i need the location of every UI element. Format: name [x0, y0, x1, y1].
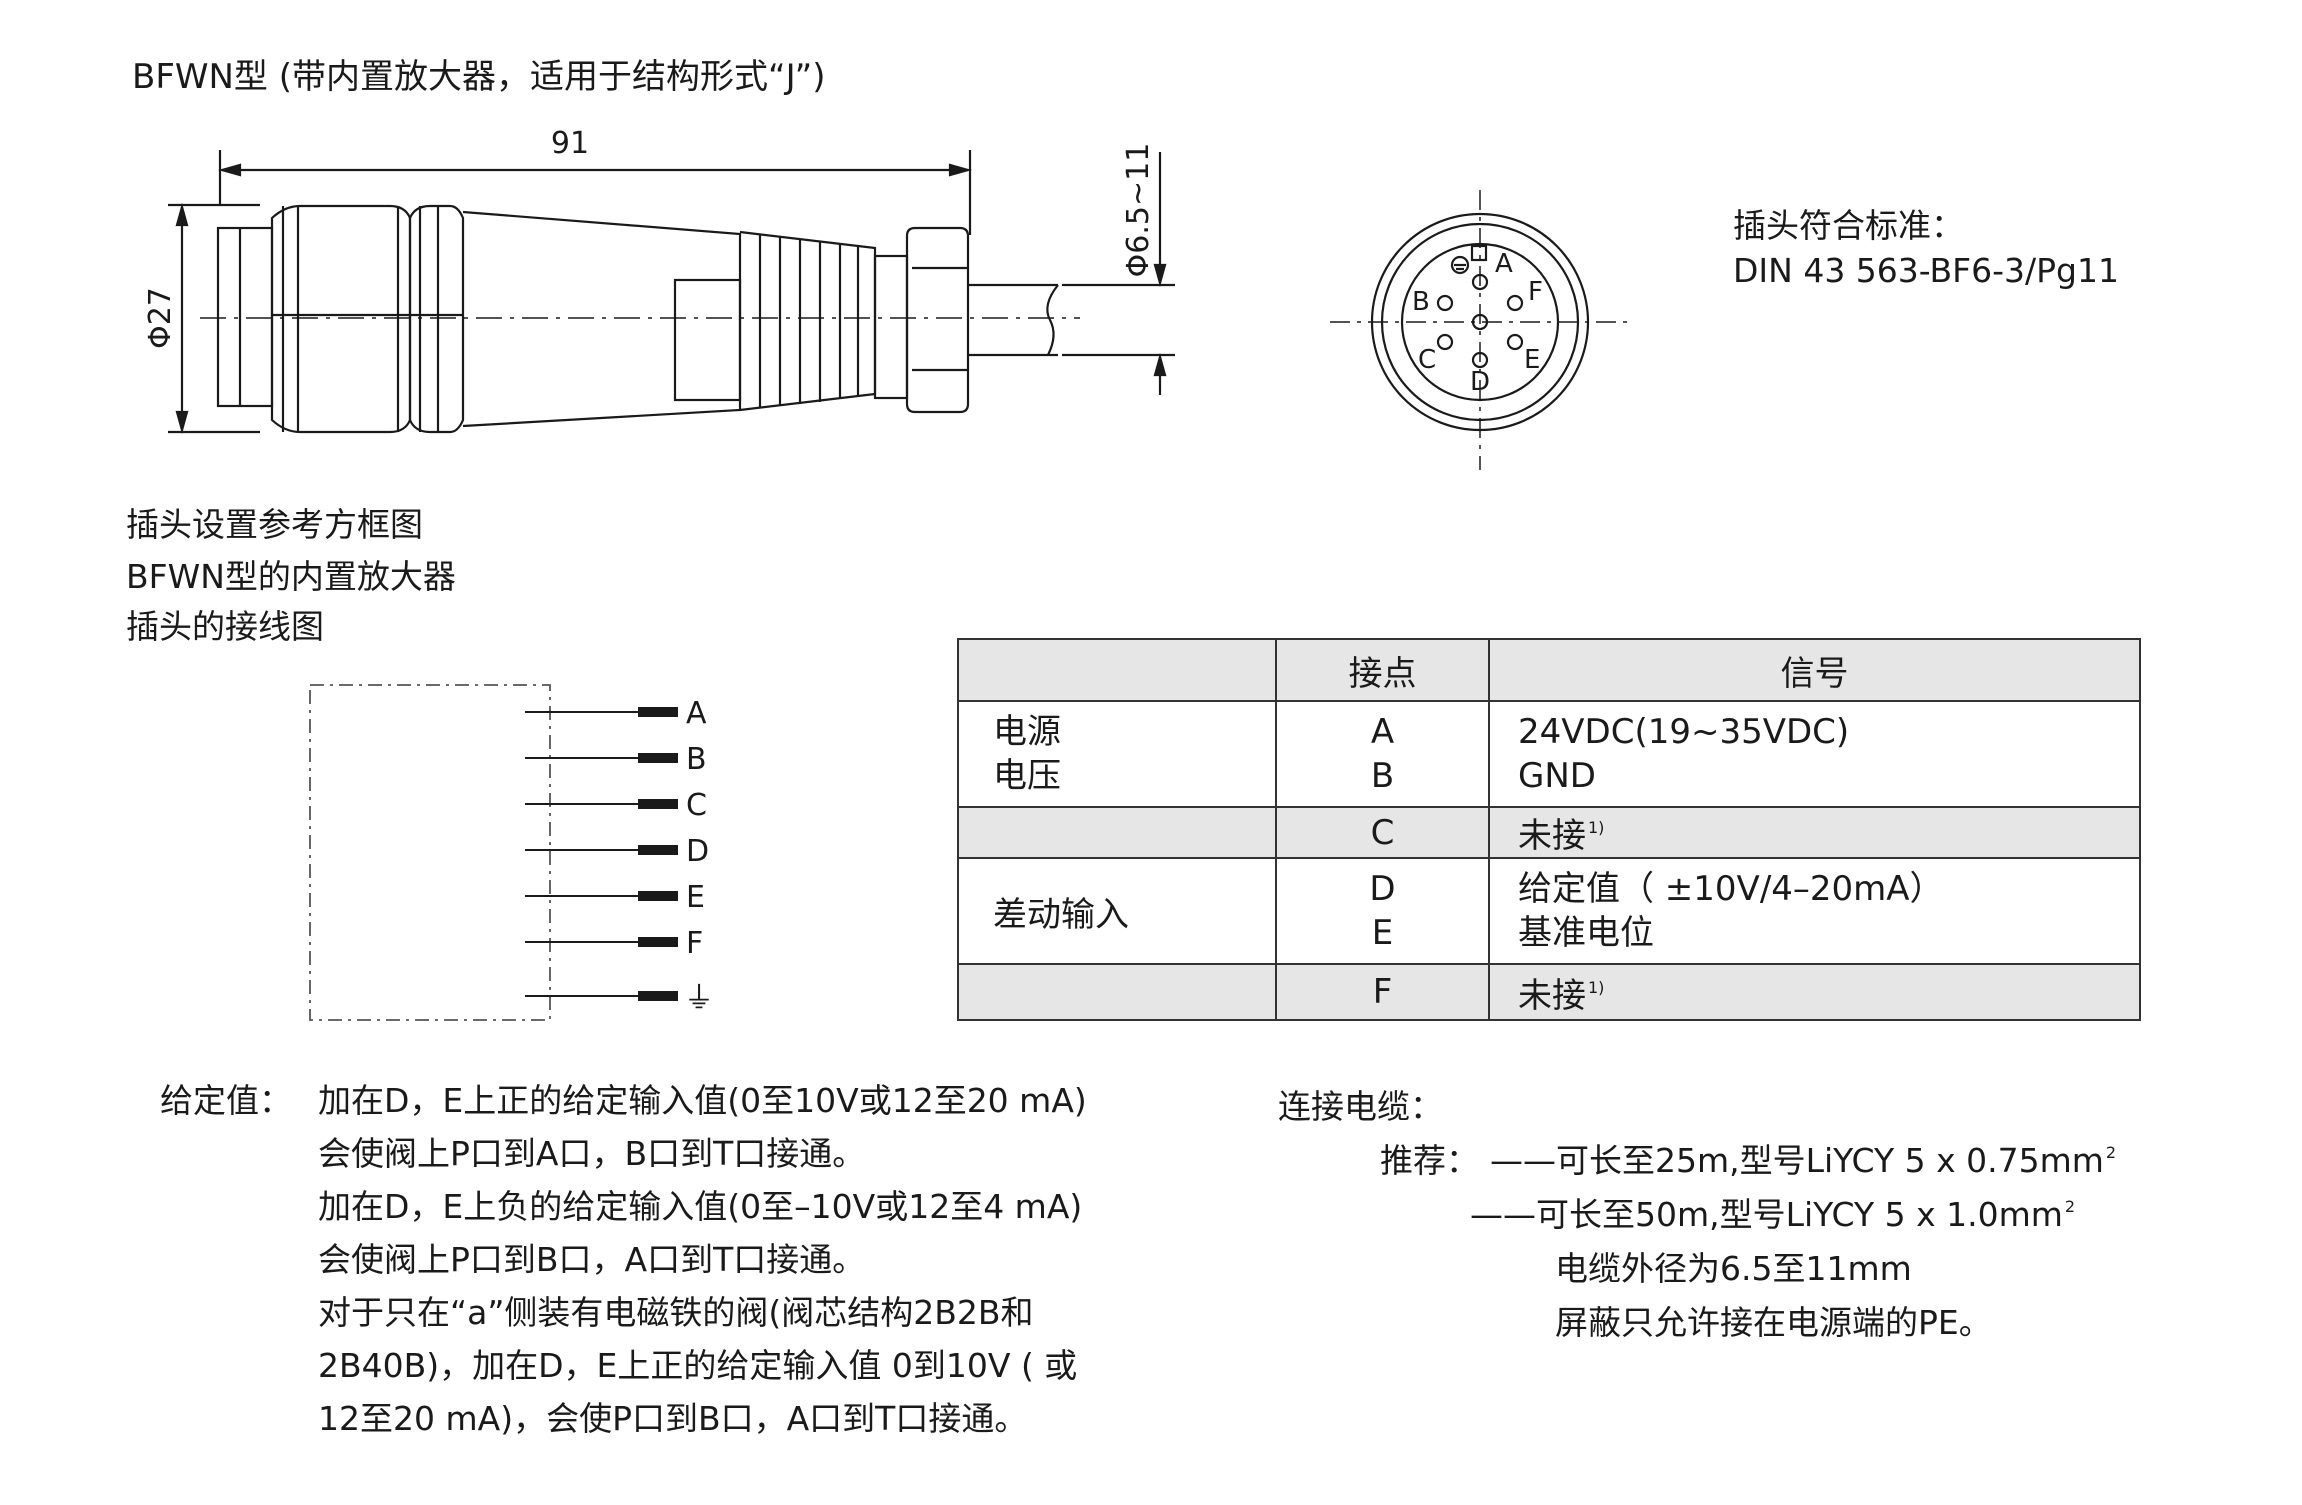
contact-cell: C	[1275, 806, 1490, 859]
header-contact: 接点	[1275, 638, 1490, 702]
header-signal: 信号	[1488, 638, 2141, 702]
wiring-title-line-2: BFWN型的内置放大器	[126, 557, 456, 596]
cable-recommend-label: 推荐：	[1380, 1141, 1479, 1180]
table-row: 差动输入 D E 给定值（ ±10V/4–20mA） 基准电位	[957, 857, 2141, 965]
cable-diameter: 电缆外径为6.5至11mm	[1555, 1249, 1912, 1288]
length-dimension-label: 91	[551, 126, 589, 161]
setpoint-label: 给定值：	[160, 1081, 292, 1120]
terminal-ground: ⏚	[684, 981, 714, 1016]
footnote-marker: 1)	[1588, 818, 1605, 837]
pin-label-c: C	[1418, 345, 1436, 375]
cable-shield-note: 屏蔽只允许接在电源端的PE。	[1555, 1303, 1992, 1342]
setpoint-line-7: 12至20 mA)，会使P口到B口，A口到T口接通。	[318, 1399, 1028, 1438]
pin-signal-table: 接点 信号 电源 电压 A B 24VDC(19~35VDC) GND C 未接…	[957, 638, 2141, 1021]
pin-face-view-drawing: A B C D E F	[1330, 190, 1630, 470]
standard-value: DIN 43 563-BF6-3/Pg11	[1733, 251, 2119, 290]
standard-label: 插头符合标准：	[1733, 206, 1964, 245]
cable-title: 连接电缆：	[1278, 1087, 1443, 1126]
setpoint-line-6: 2B40B)，加在D，E上正的给定输入值 0到10V ( 或	[318, 1346, 1078, 1385]
terminal-b: B	[686, 742, 707, 777]
group-cell	[957, 806, 1277, 859]
terminal-a: A	[686, 696, 707, 731]
setpoint-line-1: 加在D，E上正的给定输入值(0至10V或12至20 mA)	[318, 1081, 1087, 1120]
header-group-cell	[957, 638, 1277, 702]
signal-cell: 给定值（ ±10V/4–20mA） 基准电位	[1488, 857, 2141, 965]
terminal-f: F	[686, 926, 703, 961]
pin-label-f: F	[1528, 277, 1543, 307]
wiring-title-line-3: 插头的接线图	[126, 607, 324, 646]
cable-dimension-label: Φ6.5~11	[1121, 143, 1156, 278]
pin-label-a: A	[1495, 249, 1513, 279]
pin-label-e: E	[1524, 345, 1540, 375]
setpoint-line-2: 会使阀上P口到A口，B口到T口接通。	[318, 1134, 866, 1173]
terminal-e: E	[686, 880, 705, 915]
contact-cell: A B	[1275, 700, 1490, 808]
wiring-block-diagram: A B C D E F ⏚	[309, 684, 714, 1021]
terminal-d: D	[686, 834, 709, 869]
setpoint-line-3: 加在D，E上负的给定输入值(0至–10V或12至4 mA)	[318, 1187, 1083, 1226]
contact-cell: F	[1275, 963, 1490, 1021]
group-cell: 电源 电压	[957, 700, 1277, 808]
pin-label-b: B	[1412, 287, 1430, 317]
group-cell	[957, 963, 1277, 1021]
group-cell: 差动输入	[957, 857, 1277, 965]
pin-label-d: D	[1470, 367, 1490, 397]
terminal-c: C	[686, 788, 707, 823]
setpoint-line-4: 会使阀上P口到B口，A口到T口接通。	[318, 1240, 866, 1279]
diameter-dimension-label: Φ27	[143, 287, 178, 349]
footnote-marker: 1)	[1588, 977, 1605, 997]
table-header-row: 接点 信号	[957, 638, 2141, 702]
setpoint-line-5: 对于只在“a”侧装有电磁铁的阀(阀芯结构2B2B和	[318, 1293, 1034, 1332]
page-title: BFWN型 (带内置放大器，适用于结构形式“J”)	[132, 57, 826, 97]
plug-side-view-drawing: 91 Φ27 Φ6.5~11	[143, 126, 1175, 435]
wiring-title-line-1: 插头设置参考方框图	[126, 505, 423, 544]
table-row: 电源 电压 A B 24VDC(19~35VDC) GND	[957, 700, 2141, 808]
signal-cell: 24VDC(19~35VDC) GND	[1488, 700, 2141, 808]
contact-cell: D E	[1275, 857, 1490, 965]
